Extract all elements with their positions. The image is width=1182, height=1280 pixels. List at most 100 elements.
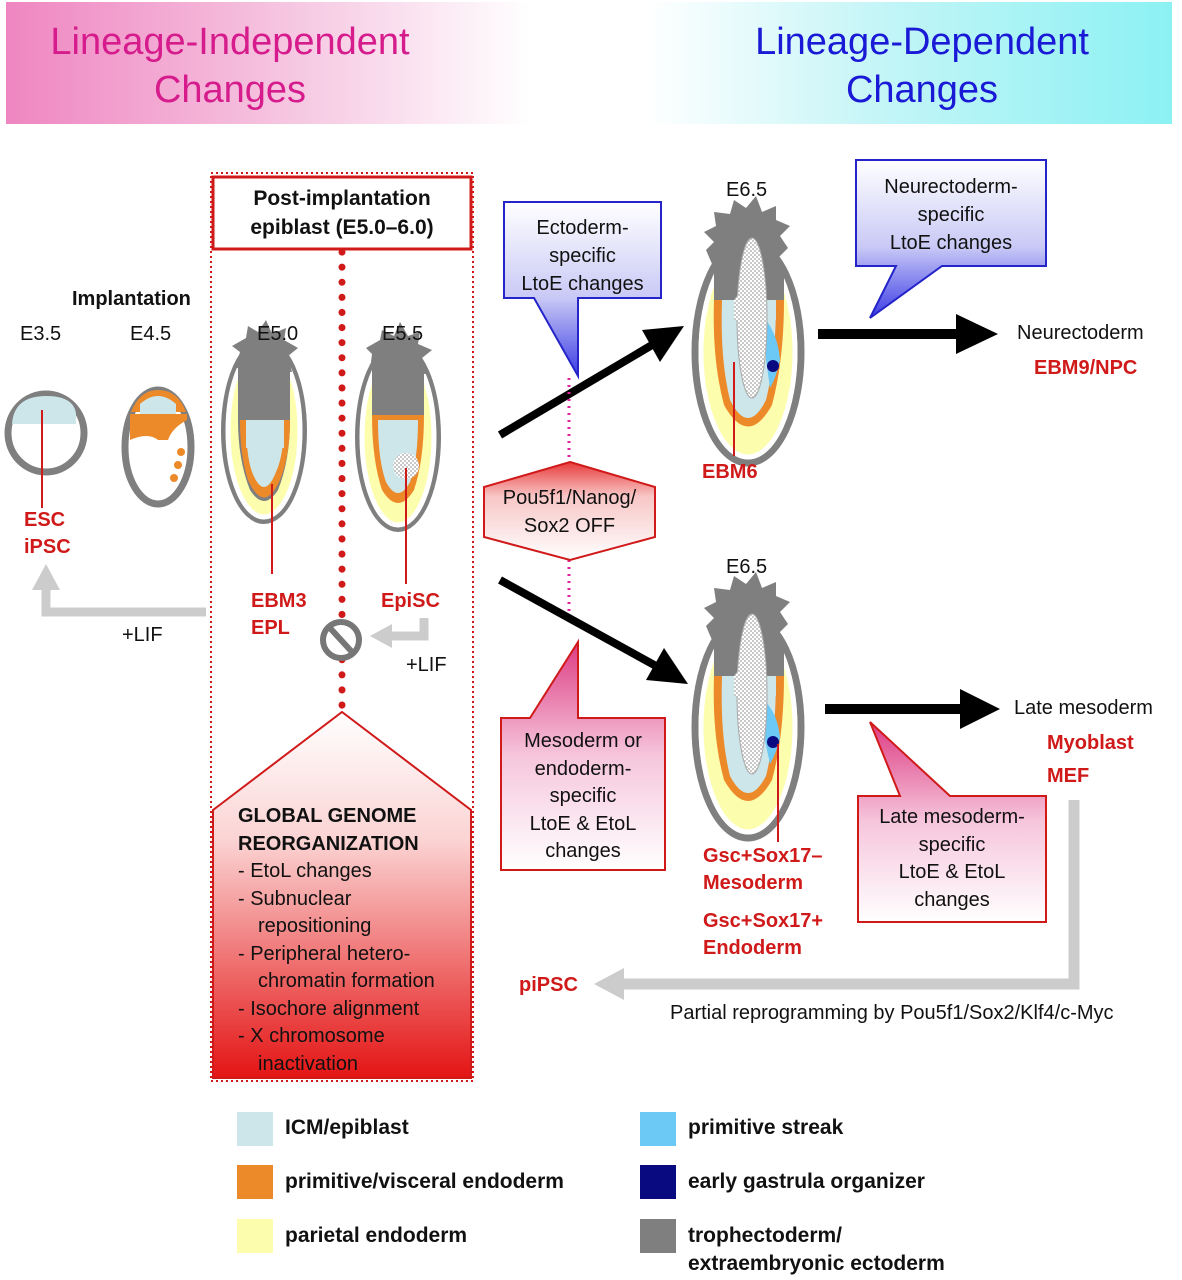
global-item-2: repositioning: [258, 915, 372, 937]
right-title-line2: Changes: [845, 69, 999, 111]
label-epl: EPL: [251, 617, 290, 639]
global-item-5: - Isochore alignment: [238, 997, 420, 1020]
label-lif-right: +LIF: [406, 654, 447, 676]
stage-e4-5: E4.5: [130, 323, 172, 345]
global-title-2: REORGANIZATION: [238, 832, 419, 855]
late-mesoderm-callout: [857, 721, 1047, 923]
global-item-4: chromatin formation: [258, 970, 435, 992]
arrow-partial-reprogramming: [594, 800, 1080, 1000]
legend-label-trophectoderm: trophectoderm/: [688, 1224, 843, 1247]
global-item-7: inactivation: [258, 1052, 359, 1075]
mesoendo-line2: endoderm-: [534, 757, 632, 780]
label-gsc-endoderm-1: Gsc+Sox17+: [703, 910, 824, 932]
blocked-icon: [320, 619, 362, 661]
mesoendo-line3: specific: [549, 785, 617, 807]
global-genome-text: GLOBAL GENOME REORGANIZATION - EtoL chan…: [238, 803, 470, 1078]
mesoderm-endoderm-callout: [500, 638, 666, 871]
post-implantation-line1: Post-implantation: [253, 187, 431, 210]
legend-swatch-visceral-endoderm: [237, 1165, 273, 1199]
legend-swatch-organizer: [640, 1165, 676, 1199]
label-ebm6: EBM6: [702, 461, 758, 483]
latemeso-line3: LtoE & EtoL: [898, 861, 1006, 883]
stage-e5-0: E5.0: [257, 323, 299, 345]
legend-swatch-icm: [237, 1112, 273, 1146]
arrow-to-bottom-gastrula: [498, 576, 688, 684]
global-title-1: GLOBAL GENOME: [238, 805, 417, 827]
global-item-3: - Peripheral hetero-: [238, 942, 411, 965]
legend-label-trophectoderm-2: extraembryonic ectoderm: [688, 1252, 945, 1275]
label-ebm3: EBM3: [251, 590, 307, 612]
latemeso-line1: Late mesoderm-: [879, 806, 1025, 828]
neurectoderm-line3: LtoE changes: [889, 232, 1013, 254]
arrow-lif-right: [370, 618, 429, 648]
stage-e5-5: E5.5: [382, 323, 424, 345]
post-implantation-title: Post-implantation epiblast (E5.0–6.0): [213, 184, 471, 242]
ectoderm-line2: specific: [549, 245, 616, 267]
post-implantation-frame: [210, 172, 474, 1082]
mesoendo-line5: changes: [545, 840, 621, 862]
arrow-to-late-mesoderm: [825, 689, 1000, 729]
left-title-line2: Changes: [153, 69, 307, 111]
arrow-to-top-gastrula: [497, 326, 684, 439]
embryo-e5-0: [221, 320, 307, 574]
embryo-e6-5-bottom: [691, 572, 805, 842]
label-esc: ESC: [24, 509, 66, 531]
label-partial-reprogramming: Partial reprogramming by Pou5f1/Sox2/Klf…: [670, 1002, 1114, 1024]
stage-e3-5: E3.5: [20, 323, 62, 345]
implantation-label: Implantation: [72, 288, 191, 310]
legend-label-icm: ICM/epiblast: [285, 1116, 409, 1139]
legend-swatch-parietal-endoderm: [237, 1219, 273, 1253]
label-ebm9-npc: EBM9/NPC: [1034, 357, 1138, 379]
pou5f1-line1: Pou5f1/Nanog/: [502, 487, 637, 509]
post-implantation-line2: epiblast (E5.0–6.0): [250, 216, 434, 239]
label-neurectoderm: Neurectoderm: [1017, 322, 1144, 344]
pou5f1-hexagon: [483, 460, 656, 562]
mesoendo-line1: Mesoderm or: [524, 730, 642, 752]
ectoderm-line3: LtoE changes: [521, 273, 644, 295]
embryo-e5-5: [355, 322, 441, 584]
label-ipsc: iPSC: [24, 536, 71, 558]
latemeso-line4: changes: [914, 888, 990, 911]
latemeso-line2: specific: [918, 833, 986, 856]
label-lif-left: +LIF: [122, 624, 163, 646]
label-late-mesoderm: Late mesoderm: [1014, 697, 1153, 719]
mesoderm-endoderm-callout-text: Mesoderm or endoderm- specific LtoE & Et…: [501, 728, 665, 866]
right-title: Lineage-Dependent Changes: [712, 18, 1132, 114]
post-implantation-title-box: [211, 175, 473, 251]
neurectoderm-line1: Neurectoderm-: [884, 176, 1018, 198]
late-mesoderm-callout-text: Late mesoderm- specific LtoE & EtoL chan…: [858, 804, 1046, 914]
pou5f1-text: Pou5f1/Nanog/ Sox2 OFF: [484, 484, 655, 540]
label-gsc-mesoderm-1: Gsc+Sox17–: [703, 845, 823, 867]
legend-swatch-trophectoderm: [640, 1219, 676, 1253]
legend-label-organizer: early gastrula organizer: [688, 1170, 925, 1193]
label-mef: MEF: [1047, 765, 1090, 787]
arrow-lif-left: [32, 564, 206, 617]
label-gsc-mesoderm-2: Mesoderm: [703, 872, 804, 894]
legend-label-visceral-endoderm: primitive/visceral endoderm: [285, 1170, 564, 1193]
label-myoblast: Myoblast: [1047, 732, 1134, 754]
stage-e6-5-bottom: E6.5: [726, 556, 768, 578]
legend-swatch-primitive-streak: [640, 1112, 676, 1146]
header-band: [6, 2, 1172, 124]
embryo-e4-5: [121, 386, 195, 508]
right-title-line1: Lineage-Dependent: [755, 21, 1089, 63]
arrow-to-neurectoderm: [818, 314, 998, 354]
legend-label-parietal-endoderm: parietal endoderm: [285, 1224, 468, 1247]
legend-label-primitive-streak: primitive streak: [688, 1116, 844, 1139]
label-episc: EpiSC: [381, 590, 440, 612]
ectoderm-callout: [503, 201, 662, 380]
label-pipsc: piPSC: [519, 974, 578, 996]
embryo-e3-5: [4, 390, 88, 508]
neurectoderm-line2: specific: [917, 204, 985, 226]
label-gsc-endoderm-2: Endoderm: [703, 937, 802, 959]
global-item-1: - Subnuclear: [238, 887, 352, 910]
stage-e6-5-top: E6.5: [726, 179, 768, 201]
left-title: Lineage-Independent Changes: [20, 18, 440, 114]
global-item-0: - EtoL changes: [238, 860, 372, 882]
ectoderm-callout-text: Ectoderm- specific LtoE changes: [504, 214, 661, 298]
mesoendo-line4: LtoE & EtoL: [529, 812, 637, 835]
left-title-line1: Lineage-Independent: [50, 21, 410, 63]
global-genome-box: [212, 710, 472, 1079]
